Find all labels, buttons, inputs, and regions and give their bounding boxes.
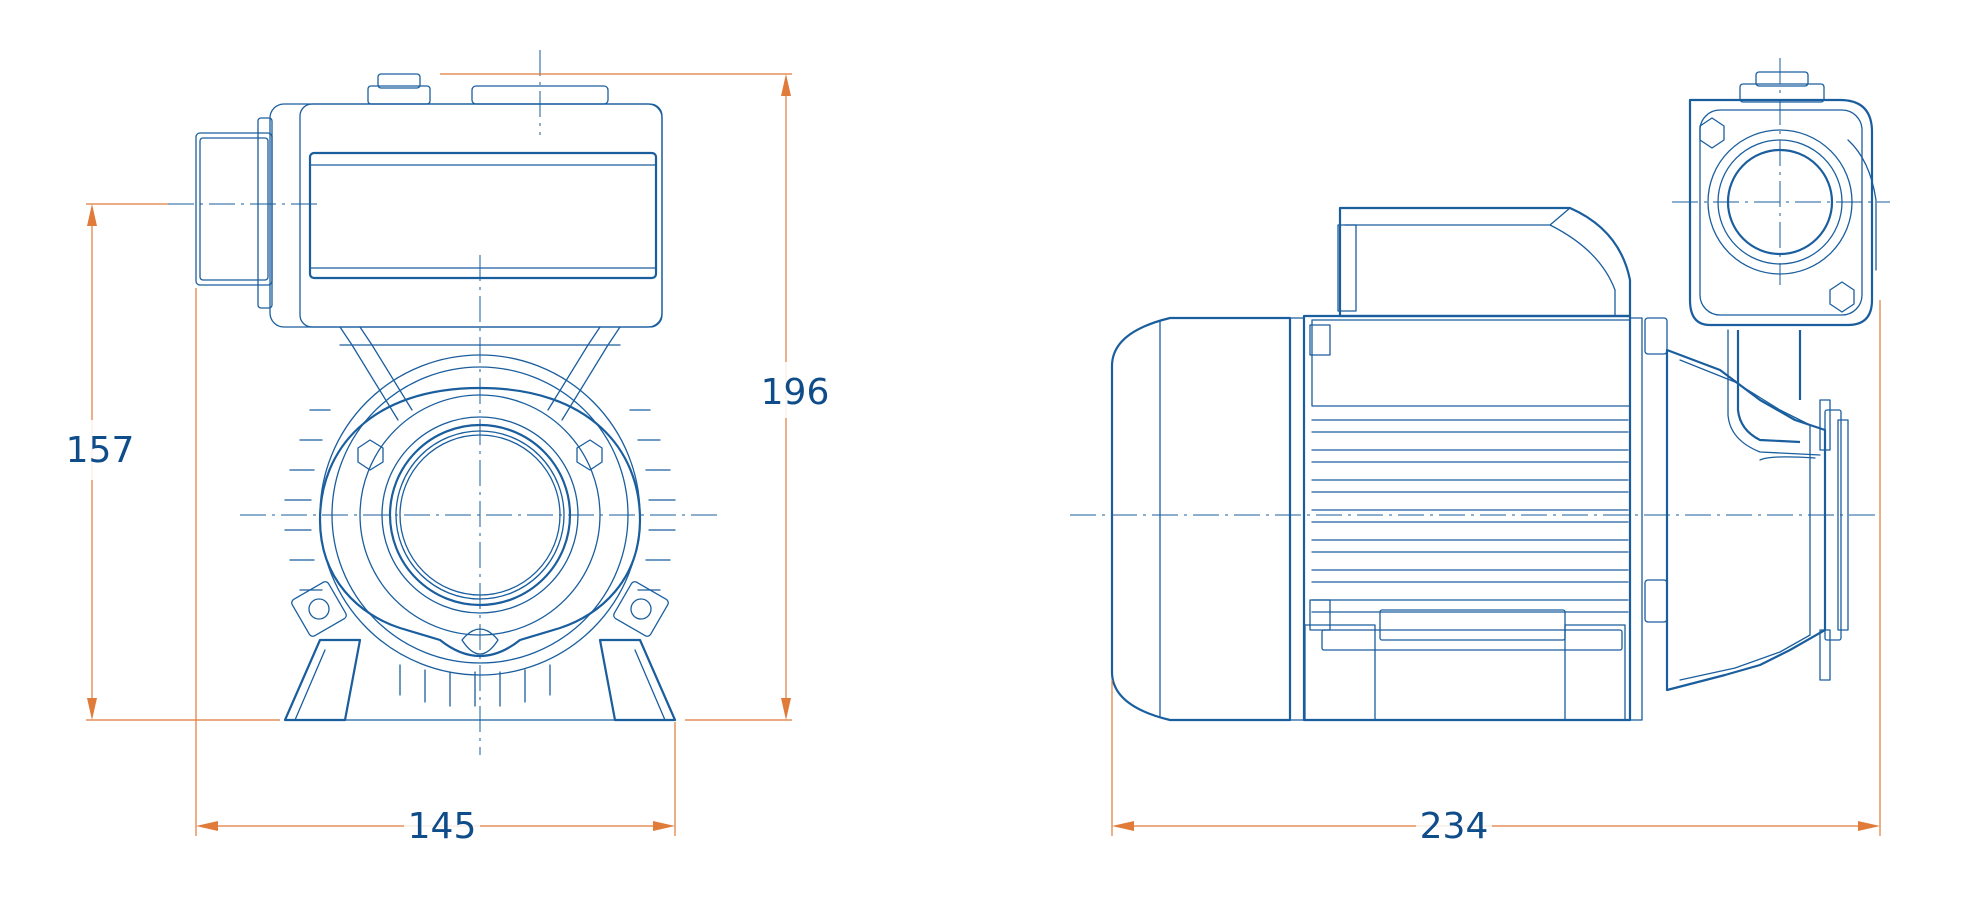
dimension-lines: 157 196 145 [66,73,1881,847]
dimension-145-label: 145 [408,806,477,847]
front-feet [283,581,677,722]
dimension-157: 157 [66,203,280,721]
side-view [1070,58,1890,722]
side-motor-body [1302,314,1632,722]
dimension-234-label: 234 [1420,806,1489,847]
side-pump-head [1629,71,1877,721]
dimension-157-label: 157 [66,430,135,471]
dimension-145: 145 [195,288,676,847]
dimension-196-label: 196 [761,372,830,413]
side-terminal-box [1337,206,1632,318]
side-fan-cover [1110,316,1305,722]
dimension-234: 234 [1111,300,1881,847]
front-terminal-box [195,73,663,328]
front-view [168,50,720,755]
dimension-196: 196 [440,73,830,721]
